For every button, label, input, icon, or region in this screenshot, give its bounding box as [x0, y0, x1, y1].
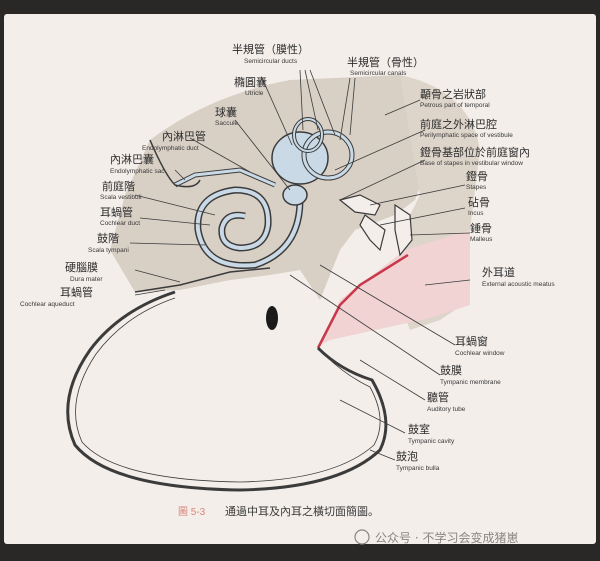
label-external-meatus-en: External acoustic meatus: [482, 281, 555, 288]
label-scala-vestibuli-en: Scala vestibuli: [100, 194, 142, 201]
label-cochlear-window-zh: 耳蝸窗: [455, 334, 488, 348]
label-endolymphatic-sac-en: Endolymphatic sac: [110, 168, 165, 175]
label-cochlear-duct-en: Cochlear duct: [100, 220, 140, 227]
label-semicircular-canals-en: Semicircular canals: [350, 70, 407, 77]
label-perilymphatic-space-zh: 前庭之外淋巴腔: [420, 117, 497, 131]
label-saccule-zh: 球囊: [215, 105, 237, 119]
tympanic-membrane-line: [316, 253, 409, 349]
label-petrous-part-en: Petrous part of temporal: [420, 102, 490, 109]
leader-lines: [129, 69, 471, 461]
label-incus-en: Incus: [468, 210, 484, 217]
cochlea-spiral: [194, 186, 304, 270]
label-auditory-tube-zh: 聽管: [427, 390, 449, 404]
label-cochlear-aqueduct-en: Cochlear aqueduct: [20, 301, 75, 308]
label-tympanic-cavity-zh: 鼓室: [408, 422, 430, 436]
label-cochlear-window-en: Cochlear window: [455, 350, 505, 357]
label-tympanic-cavity-en: Tympanic cavity: [408, 438, 455, 445]
label-tympanic-bulla-en: Tympanic bulla: [396, 465, 440, 472]
label-malleus-zh: 錘骨: [470, 221, 492, 235]
label-stapes-zh: 鐙骨: [466, 169, 488, 183]
label-auditory-tube-en: Auditory tube: [427, 406, 466, 413]
figure-number: 圖 5-3: [178, 506, 206, 518]
label-scala-tympani-zh: 鼓階: [97, 231, 119, 245]
label-saccule-en: Saccule: [215, 120, 239, 127]
label-endolymphatic-duct-en: Endolymphatic duct: [142, 145, 199, 152]
petrous-bone-region: [110, 75, 430, 300]
wechat-icon: [354, 529, 370, 545]
label-perilymphatic-space-en: Perilymphatic space of vestibule: [420, 132, 513, 139]
label-dura-mater-zh: 硬腦膜: [65, 260, 98, 274]
label-stapes-en: Stapes: [466, 184, 487, 191]
label-tympanic-bulla-zh: 鼓泡: [396, 449, 418, 463]
label-endolymphatic-sac-zh: 內淋巴囊: [110, 152, 154, 166]
endolymphatic-sac-shape: [149, 139, 201, 188]
label-base-of-stapes-zh: 鐙骨基部位於前庭窗內: [420, 145, 530, 159]
label-utricle-zh: 橢圓囊: [234, 75, 267, 89]
label-utricle-en: Utricle: [245, 90, 264, 97]
label-endolymphatic-duct-zh: 內淋巴管: [162, 129, 206, 143]
label-malleus-en: Malleus: [470, 236, 493, 243]
label-external-meatus-zh: 外耳道: [482, 265, 515, 279]
tympanic-bulla-outline: [66, 290, 388, 492]
label-semicircular-canals-zh: 半規管（骨性）: [347, 55, 424, 69]
label-base-of-stapes-en: Base of stapes in vestibular window: [420, 160, 523, 167]
watermark-text: 公众号 · 不学习会变成猪崽: [375, 530, 518, 545]
label-scala-tympani-en: Scala tympani: [88, 247, 129, 254]
tympanic-bulla-inner: [75, 297, 381, 483]
label-cochlear-duct-zh: 耳蝸管: [100, 205, 133, 219]
label-petrous-part-zh: 顳骨之岩狀部: [420, 87, 486, 101]
label-tympanic-membrane-zh: 鼓膜: [440, 363, 462, 377]
label-tympanic-membrane-en: Tympanic membrane: [440, 379, 501, 386]
label-scala-vestibuli-zh: 前庭階: [102, 179, 135, 193]
dura-mater-line: [134, 267, 271, 293]
figure-caption: 通過中耳及內耳之橫切面簡圖。: [225, 504, 379, 518]
label-incus-zh: 砧骨: [468, 195, 490, 209]
label-semicircular-ducts-en: Semicircular ducts: [244, 58, 298, 65]
label-dura-mater-en: Dura mater: [70, 276, 103, 283]
label-cochlear-aqueduct-zh: 耳蝸管: [60, 285, 93, 299]
semicircular-canals: [292, 117, 355, 181]
cochlear-window-shape: [266, 306, 278, 330]
label-semicircular-ducts-zh: 半規管（膜性）: [232, 42, 309, 56]
ossicles: [338, 194, 413, 257]
external-meatus-region: [320, 230, 470, 345]
